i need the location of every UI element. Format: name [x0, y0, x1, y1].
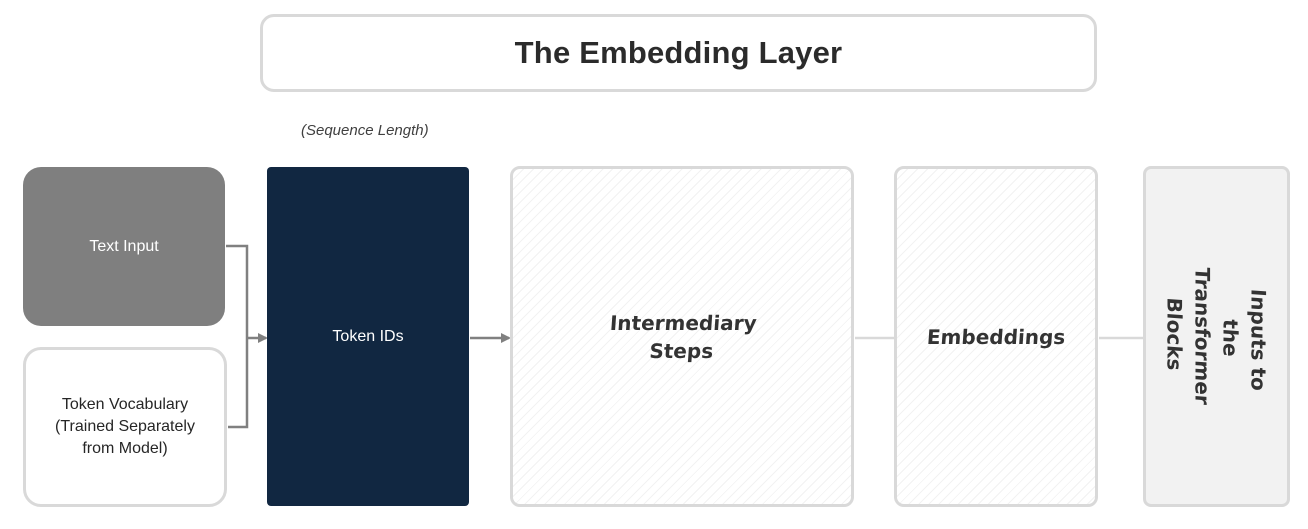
title-box: The Embedding Layer	[260, 14, 1097, 92]
embeddings-node: Embeddings	[894, 166, 1098, 507]
token-ids-node: Token IDs	[267, 167, 469, 506]
text-input-label: Text Input	[89, 237, 159, 255]
token-ids-label: Token IDs	[332, 327, 404, 345]
text-input-connector	[226, 244, 249, 338]
sequence-length-label: (Sequence Length)	[301, 122, 429, 139]
diagram-title: The Embedding Layer	[514, 35, 843, 70]
intermediary-steps-label: Intermediary Steps	[608, 310, 758, 363]
vocabulary-connector	[228, 338, 249, 429]
text-input-node: Text Input	[23, 167, 225, 326]
embeddings-label: Embeddings	[925, 324, 1067, 349]
intermediary-steps-node: Intermediary Steps	[510, 166, 854, 507]
transformer-inputs-node: Inputs to the Transformer Blocks	[1143, 166, 1290, 507]
token-vocabulary-label: Token Vocabulary (Trained Separately fro…	[55, 396, 195, 457]
token-vocabulary-node: Token Vocabulary (Trained Separately fro…	[23, 347, 227, 507]
transformer-inputs-label: Inputs to the Transformer Blocks	[1162, 265, 1271, 406]
